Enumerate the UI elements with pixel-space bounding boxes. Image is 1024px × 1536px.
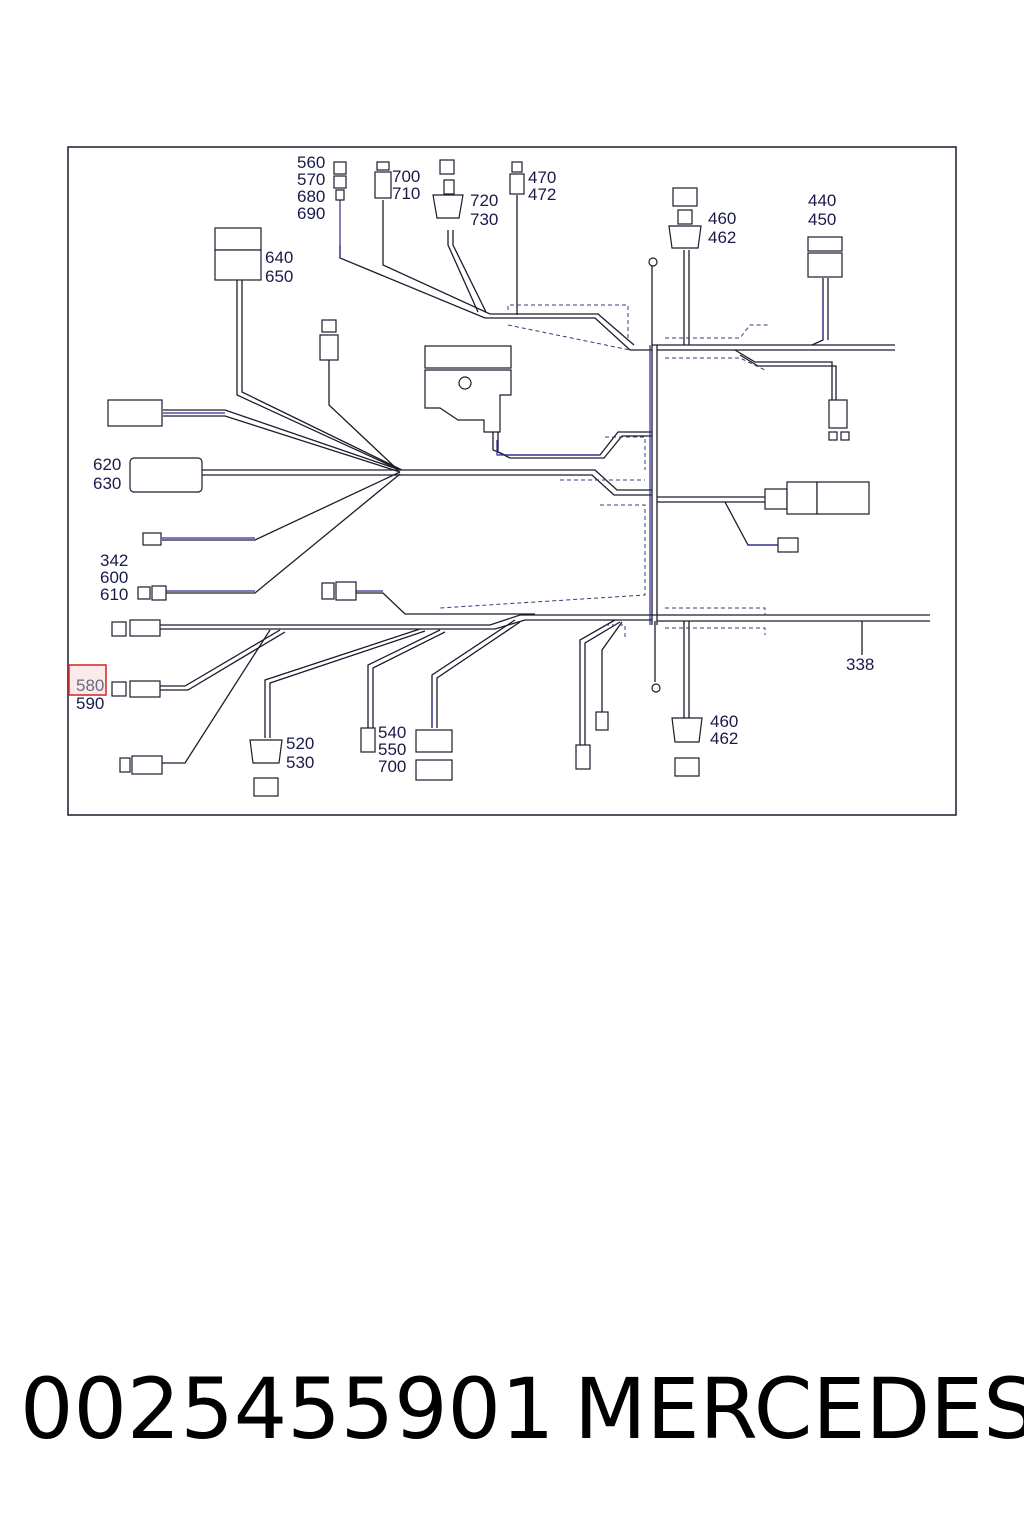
callout-690: 690 [297,204,325,223]
callout-440: 440 [808,191,836,210]
callout-520: 520 [286,734,314,753]
callout-700-top: 700 [392,167,420,186]
callout-580: 580 [76,676,104,695]
callout-342: 342 [100,551,128,570]
blue-wire-accents [162,200,824,728]
callout-730: 730 [470,210,498,229]
callout-462-bottom: 462 [710,729,738,748]
callout-450: 450 [808,210,836,229]
callout-570: 570 [297,170,325,189]
callout-640: 640 [265,248,293,267]
dashed-routing [439,304,768,640]
callout-710: 710 [392,184,420,203]
part-number: 0025455901 [20,1360,555,1458]
callout-labels: 560 570 680 690 700 710 720 730 470 472 … [68,153,874,776]
footer-caption: 0025455901 MERCEDES [0,1360,1024,1480]
callout-600: 600 [100,568,128,587]
connectors [107,159,870,797]
callout-650: 650 [265,267,293,286]
callout-540: 540 [378,723,406,742]
brand-name: MERCEDES [574,1360,1024,1458]
wiring-harness-diagram: 560 570 680 690 700 710 720 730 470 472 … [67,146,957,816]
callout-620: 620 [93,455,121,474]
callout-460-bottom: 460 [710,712,738,731]
callout-680: 680 [297,187,325,206]
callout-472: 472 [528,185,556,204]
callout-590: 590 [76,694,104,713]
callout-550: 550 [378,740,406,759]
callout-338: 338 [846,655,874,674]
callout-470: 470 [528,168,556,187]
callout-610: 610 [100,585,128,604]
callout-700-bottom: 700 [378,757,406,776]
callout-530: 530 [286,753,314,772]
callout-720: 720 [470,191,498,210]
callout-460-top: 460 [708,209,736,228]
callout-462-top: 462 [708,228,736,247]
highlight-box-580 [68,664,107,696]
diagram-frame [67,146,957,816]
callout-560: 560 [297,153,325,172]
callout-630: 630 [93,474,121,493]
